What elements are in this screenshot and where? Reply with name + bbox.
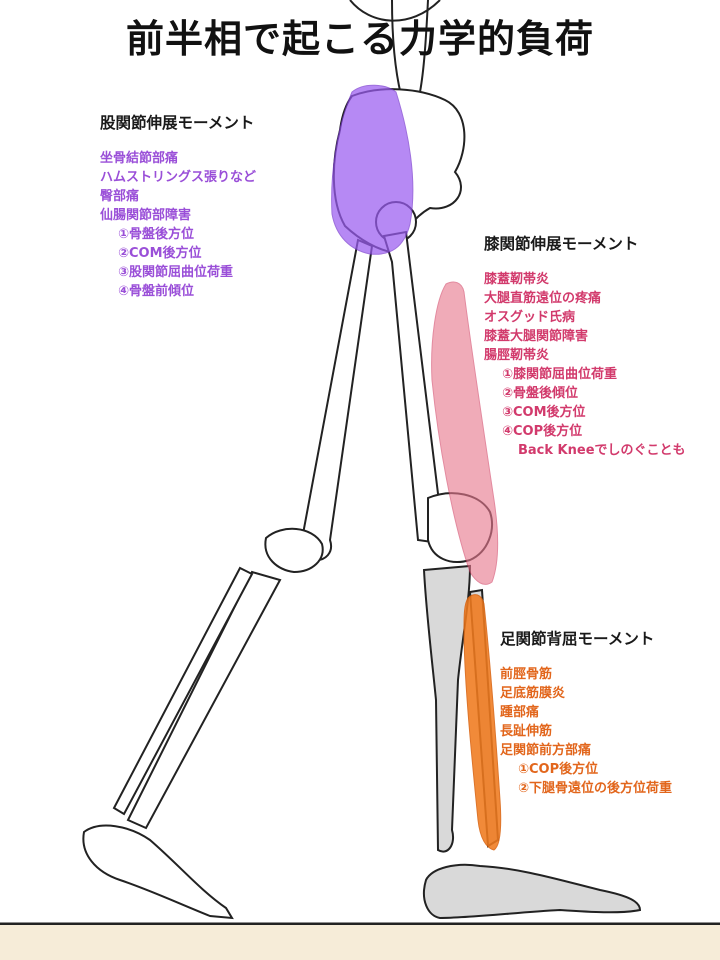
knee-moment-block: 膝関節伸展モーメント 膝蓋靭帯炎 大腿直筋遠位の疼痛 オスグッド氏病 膝蓋大腿関… <box>484 232 686 460</box>
hip-moment-list: 坐骨結節部痛 ハムストリングス張りなど 臀部痛 仙腸関節部障害 ①骨盤後方位 ②… <box>100 149 256 301</box>
hip-item: 坐骨結節部痛 <box>100 151 179 166</box>
knee-item: 膝蓋大腿関節障害 <box>484 329 589 344</box>
ankle-moment-block: 足関節背屈モーメント 前脛骨筋 足底筋膜炎 踵部痛 長趾伸筋 足関節前方部痛 ①… <box>500 627 672 798</box>
arm-outline-left <box>391 0 402 96</box>
rear-foot <box>82 824 234 920</box>
ankle-moment-list: 前脛骨筋 足底筋膜炎 踵部痛 長趾伸筋 足関節前方部痛 ①COP後方位 ②下腿骨… <box>500 665 672 798</box>
hand-outline <box>349 0 441 22</box>
hip-item: 臀部痛 <box>100 189 140 204</box>
knee-factor: ③COM後方位 <box>502 405 586 420</box>
hip-moment-heading: 股関節伸展モーメント <box>100 114 255 132</box>
rear-knee <box>264 527 324 574</box>
hip-factor: ④骨盤前傾位 <box>118 284 195 299</box>
ankle-load-zone <box>463 594 502 851</box>
stance-tibia <box>422 564 472 853</box>
stance-foot <box>422 863 642 920</box>
knee-item: オスグッド氏病 <box>484 310 576 325</box>
ankle-item: 足関節前方部痛 <box>500 743 592 758</box>
hip-factor: ①骨盤後方位 <box>118 227 195 242</box>
knee-load-zone <box>431 281 499 585</box>
ankle-item: 長趾伸筋 <box>500 724 553 739</box>
page-title: 前半相で起こる力学的負荷 <box>125 17 594 61</box>
ankle-moment-heading: 足関節背屈モーメント <box>500 630 655 648</box>
rear-tibia <box>126 570 282 830</box>
knee-item: 大腿直筋遠位の疼痛 <box>484 291 602 306</box>
knee-moment-heading: 膝関節伸展モーメント <box>484 235 639 253</box>
knee-item: 膝蓋靭帯炎 <box>484 272 550 287</box>
hip-item: ハムストリングス張りなど <box>100 170 257 185</box>
knee-factor: ④COP後方位 <box>502 424 583 439</box>
knee-item: 腸脛靭帯炎 <box>484 348 550 363</box>
rear-fibula <box>112 566 254 816</box>
knee-factor: ①膝関節屈曲位荷重 <box>502 367 618 382</box>
ankle-item: 踵部痛 <box>500 705 540 720</box>
knee-factor: ②骨盤後傾位 <box>502 386 579 401</box>
knee-moment-list: 膝蓋靭帯炎 大腿直筋遠位の疼痛 オスグッド氏病 膝蓋大腿関節障害 腸脛靭帯炎 ①… <box>484 270 686 460</box>
ankle-factor: ②下腿骨遠位の後方位荷重 <box>518 781 673 796</box>
hip-moment-block: 股関節伸展モーメント 坐骨結節部痛 ハムストリングス張りなど 臀部痛 仙腸関節部… <box>100 111 256 301</box>
hip-item: 仙腸関節部障害 <box>100 208 192 223</box>
arm-outline-right <box>419 0 429 93</box>
hip-factor: ③股関節屈曲位荷重 <box>118 265 234 280</box>
hip-factor: ②COM後方位 <box>118 246 202 261</box>
hip-load-zone <box>331 84 414 255</box>
knee-note: Back Kneeでしのぐことも <box>518 443 686 458</box>
ankle-factor: ①COP後方位 <box>518 762 599 777</box>
ankle-item: 前脛骨筋 <box>500 667 553 682</box>
ankle-item: 足底筋膜炎 <box>500 686 566 701</box>
rear-femur <box>298 238 374 562</box>
floor <box>0 925 720 960</box>
